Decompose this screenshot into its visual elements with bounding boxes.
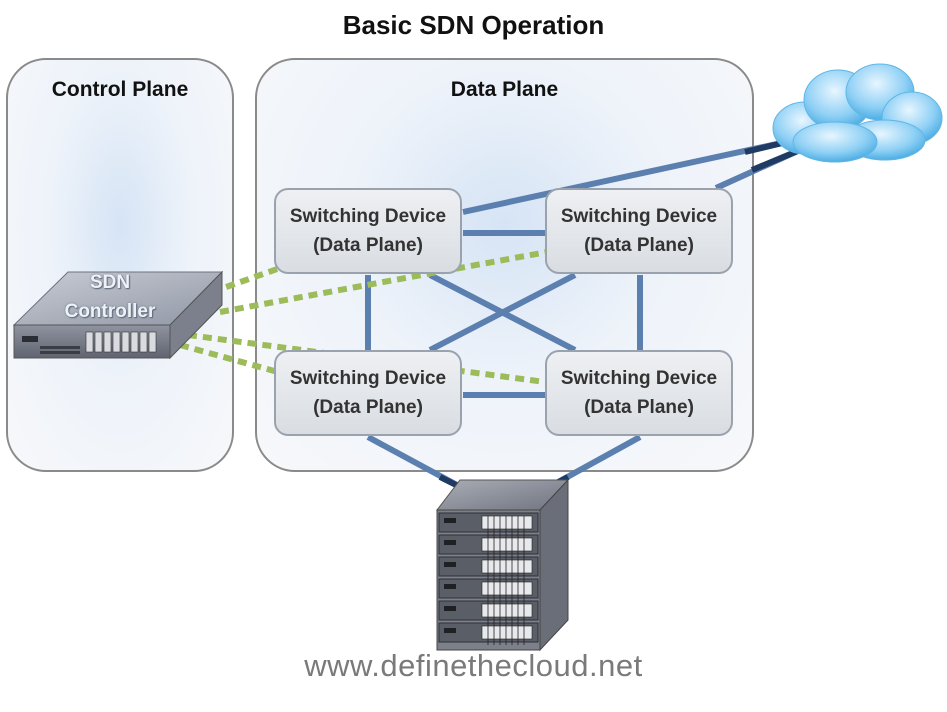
control-link-tl	[211, 265, 281, 295]
control-link-tr	[219, 249, 548, 315]
controller-label-line1: SDN	[89, 272, 131, 293]
control-link-bl	[179, 342, 279, 375]
switching-device-bottom-left[interactable]: Switching Device (Data Plane)	[274, 350, 462, 436]
data-plane-label: Data Plane	[450, 78, 559, 101]
rack-unit	[438, 534, 539, 555]
switch-label: Switching Device	[560, 206, 718, 227]
link-tr-bl	[428, 272, 577, 353]
rack-unit	[438, 622, 539, 643]
switching-device-top-right[interactable]: Switching Device (Data Plane)	[545, 188, 733, 274]
rack-unit	[438, 578, 539, 599]
rack-unit	[438, 556, 539, 577]
website-footer: www.definethecloud.net	[304, 648, 643, 683]
diagram-title: Basic SDN Operation	[342, 10, 605, 40]
uplink-cloud-2-dark	[750, 147, 802, 173]
switching-device-top-left[interactable]: Switching Device (Data Plane)	[274, 188, 462, 274]
switching-device-bottom-right[interactable]: Switching Device (Data Plane)	[545, 350, 733, 436]
switch-label: Switching Device	[289, 368, 447, 389]
switch-sublabel: (Data Plane)	[584, 235, 694, 256]
switch-sublabel: (Data Plane)	[313, 235, 423, 256]
control-plane-region: Control Plane	[6, 58, 234, 472]
switch-label: Switching Device	[560, 368, 718, 389]
controller-label-line2: Controller	[64, 301, 156, 322]
switch-sublabel: (Data Plane)	[313, 397, 423, 418]
rack-unit	[438, 512, 539, 533]
rack-unit	[438, 600, 539, 621]
uplink-cloud-1	[462, 137, 796, 215]
switch-sublabel: (Data Plane)	[584, 397, 694, 418]
switch-label: Switching Device	[289, 206, 447, 227]
control-plane-label: Control Plane	[51, 78, 189, 101]
